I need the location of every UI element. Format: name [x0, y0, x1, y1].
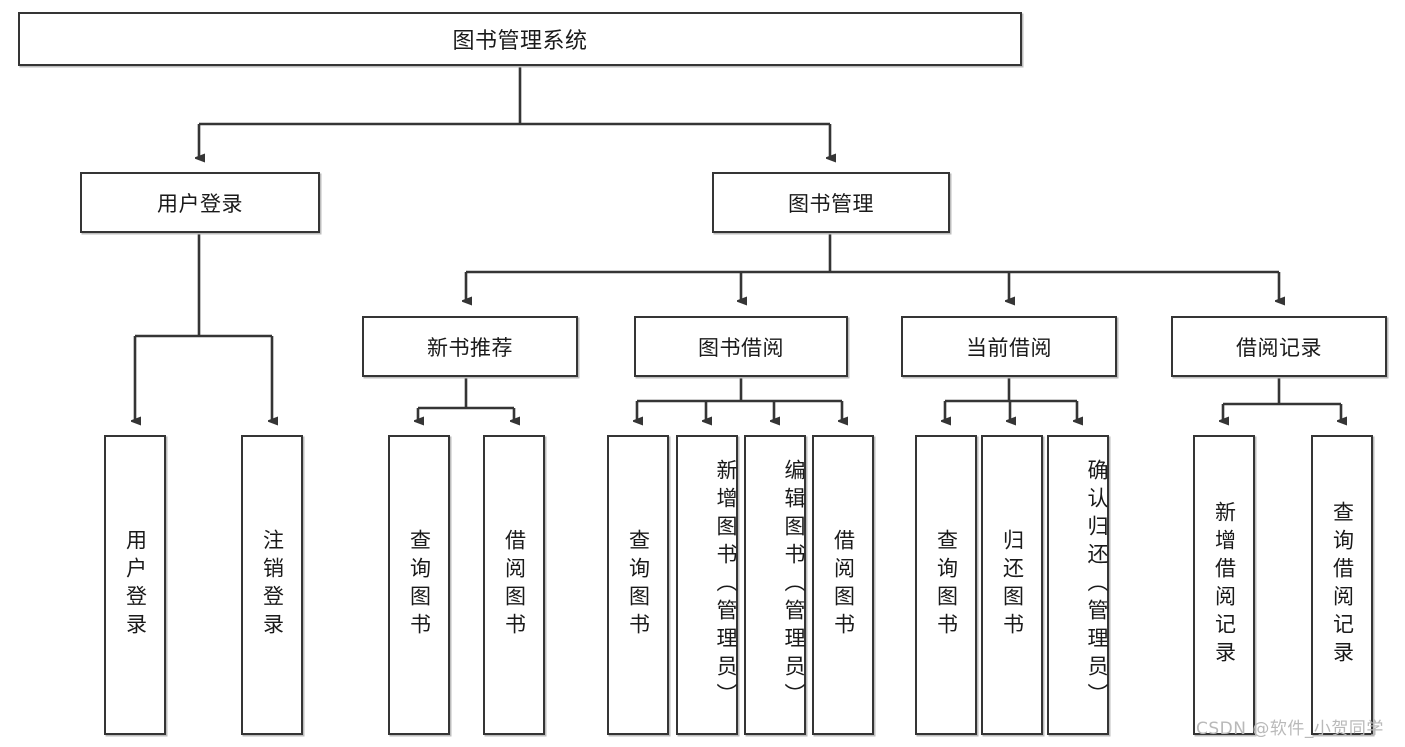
- leaf-label: 借阅图书: [502, 529, 527, 641]
- leaf-label: 查询图书: [934, 529, 959, 641]
- node-book-borrow-label: 图书借阅: [698, 335, 784, 360]
- leaf-new-book-query-book[interactable]: 查询图书: [388, 435, 450, 735]
- leaf-user-login-logout[interactable]: 注销登录: [241, 435, 303, 735]
- leaf-label: 注销登录: [260, 529, 285, 641]
- leaf-new-book-borrow-book[interactable]: 借阅图书: [483, 435, 545, 735]
- leaf-label: 查询图书: [626, 529, 651, 641]
- leaf-current-borrow-confirm-return[interactable]: 确认归还（管理员）: [1047, 435, 1109, 735]
- node-book-management[interactable]: 图书管理: [712, 172, 950, 233]
- csdn-watermark: CSDN @软件_小贺同学: [1196, 719, 1384, 739]
- node-root-system[interactable]: 图书管理系统: [18, 12, 1022, 66]
- node-user-login-label: 用户登录: [157, 191, 243, 216]
- leaf-user-login-login[interactable]: 用户登录: [104, 435, 166, 735]
- leaf-book-borrow-borrow-book[interactable]: 借阅图书: [812, 435, 874, 735]
- leaf-label: 确认归还（管理员）: [1085, 459, 1109, 711]
- node-book-borrow[interactable]: 图书借阅: [634, 316, 848, 377]
- leaf-label: 查询借阅记录: [1330, 501, 1355, 669]
- leaf-book-borrow-query-book[interactable]: 查询图书: [607, 435, 669, 735]
- leaf-book-borrow-edit-book[interactable]: 编辑图书（管理员）: [744, 435, 806, 735]
- leaf-borrow-record-query-record[interactable]: 查询借阅记录: [1311, 435, 1373, 735]
- node-current-borrow[interactable]: 当前借阅: [901, 316, 1117, 377]
- leaf-label: 归还图书: [1000, 529, 1025, 641]
- node-root-label: 图书管理系统: [452, 29, 588, 54]
- leaf-label: 编辑图书（管理员）: [782, 459, 806, 711]
- node-user-login[interactable]: 用户登录: [80, 172, 320, 233]
- node-borrow-record-label: 借阅记录: [1236, 335, 1322, 360]
- leaf-label: 新增图书（管理员）: [714, 459, 738, 711]
- leaf-label: 新增借阅记录: [1212, 501, 1237, 669]
- node-current-borrow-label: 当前借阅: [966, 335, 1052, 360]
- leaf-label: 查询图书: [407, 529, 432, 641]
- leaf-current-borrow-query-book[interactable]: 查询图书: [915, 435, 977, 735]
- leaf-borrow-record-add-record[interactable]: 新增借阅记录: [1193, 435, 1255, 735]
- node-new-book-recommend-label: 新书推荐: [427, 335, 513, 360]
- leaf-label: 用户登录: [123, 529, 148, 641]
- node-book-management-label: 图书管理: [788, 191, 874, 216]
- leaf-current-borrow-return-book[interactable]: 归还图书: [981, 435, 1043, 735]
- leaf-label: 借阅图书: [831, 529, 856, 641]
- leaf-book-borrow-add-book[interactable]: 新增图书（管理员）: [676, 435, 738, 735]
- node-borrow-record[interactable]: 借阅记录: [1171, 316, 1387, 377]
- node-new-book-recommend[interactable]: 新书推荐: [362, 316, 578, 377]
